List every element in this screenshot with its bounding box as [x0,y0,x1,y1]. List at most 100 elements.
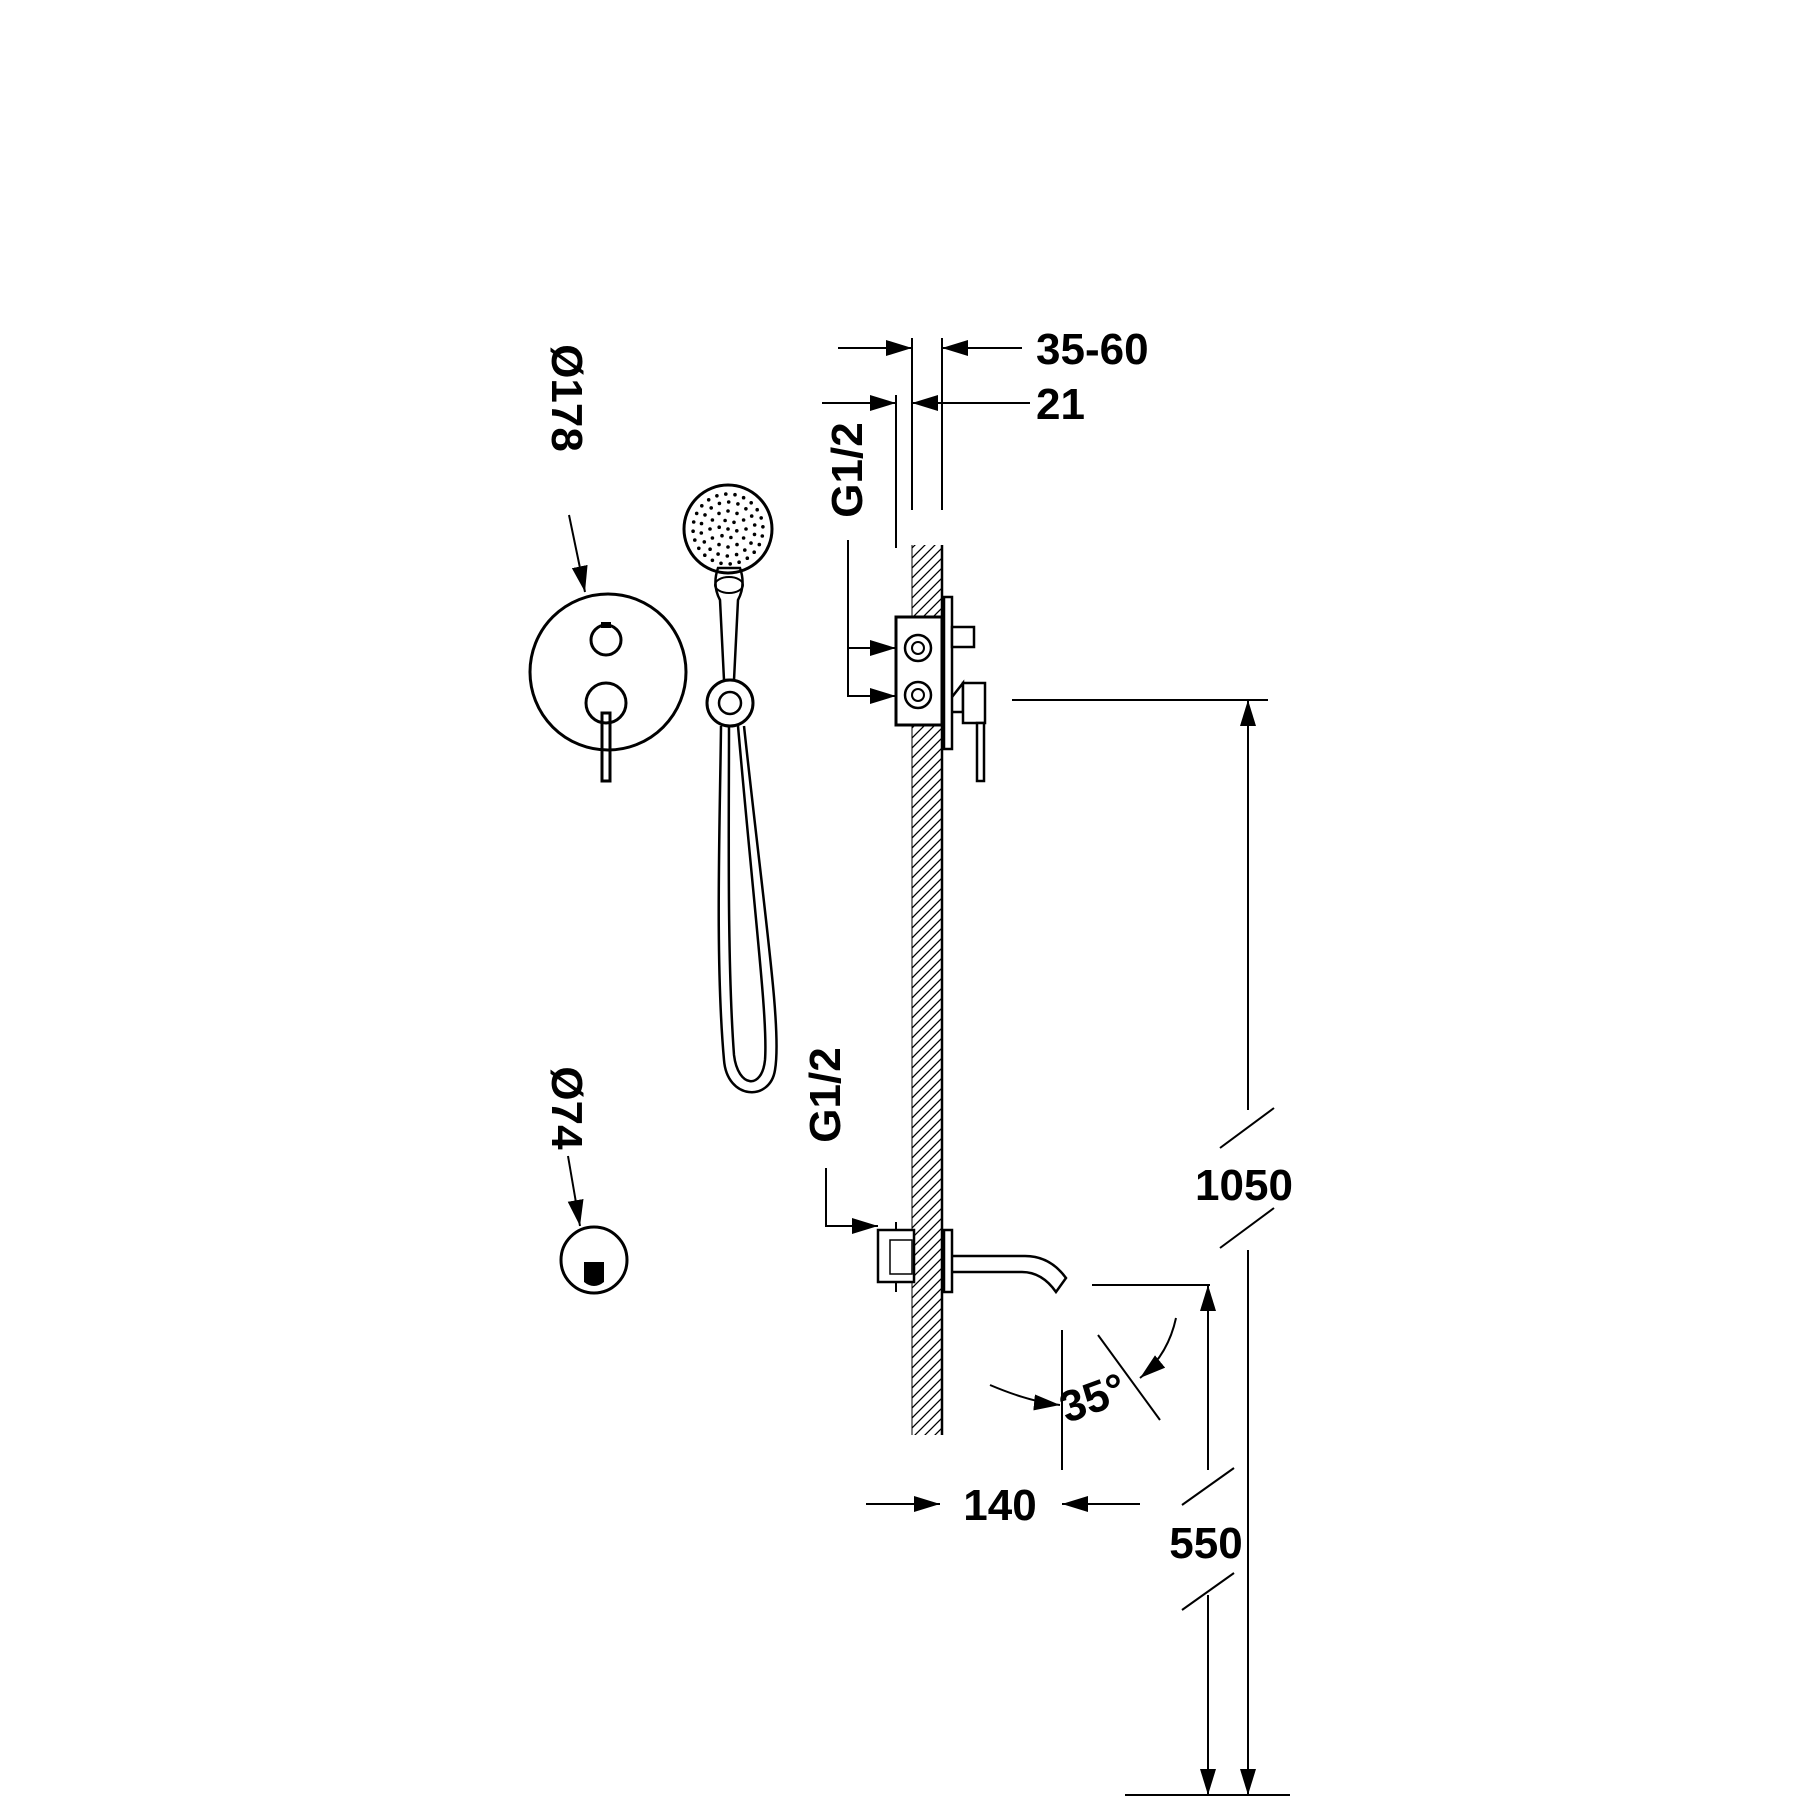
nozzle-dot [761,525,765,529]
nozzle-dot [741,495,746,500]
nozzle-dot [735,529,739,533]
mixer-plate-side [942,595,954,751]
nozzle-dot [716,552,720,556]
angle-reference-line [1097,1334,1161,1421]
nozzle-dot [710,558,715,563]
diverter-knob-tip [601,622,611,628]
nozzle-dot [694,511,699,516]
spout-front-view: Ø74 [542,1066,629,1295]
nozzle-dot [744,527,748,531]
nozzle-dot [732,520,736,525]
lever-handle-side [975,721,986,783]
upper-connection-label: G1/2 [823,422,872,517]
nozzle-dot [717,542,721,547]
mixer-inlet-upper [903,633,933,663]
nozzle-dot [691,520,696,524]
nozzle-dot [723,518,727,523]
nozzle-dot [743,548,747,552]
nozzle-dot [752,523,757,527]
nozzle-dot [709,506,713,510]
nozzle-dot [726,527,730,531]
nozzle-dot [708,547,712,551]
nozzle-dot [724,492,728,496]
shower-handle [714,566,744,682]
nozzle-dot [717,511,721,516]
shower-holder [705,678,755,728]
lever-side [961,681,987,725]
spout-outlet [584,1262,604,1286]
spout-height-label: 550 [1169,1519,1242,1568]
nozzle-dot [691,529,695,533]
nozzle-dot [706,498,711,502]
depth-range-label: 35-60 [1036,325,1149,374]
nozzle-dot [720,533,724,538]
nozzle-dot [728,562,732,566]
nozzle-dot [734,552,739,557]
nozzle-dot [757,542,762,547]
plate-depth-label: 21 [1036,380,1085,429]
mixer-cover-plate [528,592,688,752]
nozzle-dot [737,560,741,564]
mixer-inlet-upper-core [911,641,925,655]
upper-connection-leader [847,540,896,704]
mixer-height-label: 1050 [1195,1161,1293,1210]
angle-arc-left [989,1384,1061,1411]
shower-neck [714,576,744,594]
spout-projection-label: 140 [963,1481,1036,1530]
spout-connector-inner [889,1239,913,1275]
mixer-diameter-label: Ø178 [542,344,591,452]
mixer-inlet-lower [903,680,933,710]
shower-hose-inner [727,725,767,1083]
nozzle-dot [760,534,765,538]
lower-connection-leader [825,1168,878,1234]
nozzle-dot [697,546,701,551]
nozzle-dot [715,494,719,498]
nozzle-dot [710,536,715,540]
nozzle-dot [735,542,739,547]
nozzle-dot [726,545,730,549]
lever-base-side [951,679,965,714]
angle-arc-right [1139,1317,1177,1379]
nozzle-dot [708,527,712,531]
shower-holder-inner [717,690,743,716]
dimension-lines [822,338,1290,1796]
nozzle-dot [717,501,722,506]
mixer-lever-handle [600,711,612,783]
nozzle-dot [736,502,740,506]
nozzle-dot [745,556,750,560]
mixer-inlet-lower-core [911,688,925,702]
nozzle-dot [741,518,746,522]
nozzle-dot [755,507,759,512]
nozzle-dot [741,536,746,540]
nozzle-dot [717,525,721,529]
diverter-knob [589,623,623,657]
mixer-height-break-top [1219,1107,1275,1149]
nozzle-dot [735,511,739,516]
spout-height-break-bottom [1181,1572,1235,1611]
nozzle-dot [699,521,704,526]
spout-diameter-label: Ø74 [542,1066,591,1150]
nozzle-dot [699,531,704,535]
nozzle-dot [729,535,733,540]
nozzle-dot [703,513,707,517]
spout-diameter-leader [567,1155,584,1227]
spout-body [952,1254,1068,1295]
mixer-side-view [894,595,987,783]
spout-height-break-top [1181,1467,1235,1506]
shower-nozzles [691,492,765,566]
nozzle-dot [752,550,756,554]
spout-side-view [876,1222,1068,1295]
nozzle-dot [752,532,757,537]
nozzle-dot [700,504,704,508]
mixer-diameter-leader [568,514,588,593]
nozzle-dot [749,541,753,545]
nozzle-dot [749,514,754,518]
nozzle-dot [759,516,763,520]
hand-shower [682,483,778,1094]
spout-angle-label: 35° [1053,1364,1132,1433]
diverter-side [950,625,976,649]
mixer-height-break-bottom [1219,1207,1275,1249]
nozzle-dot [733,492,737,497]
nozzle-dot [744,507,748,511]
